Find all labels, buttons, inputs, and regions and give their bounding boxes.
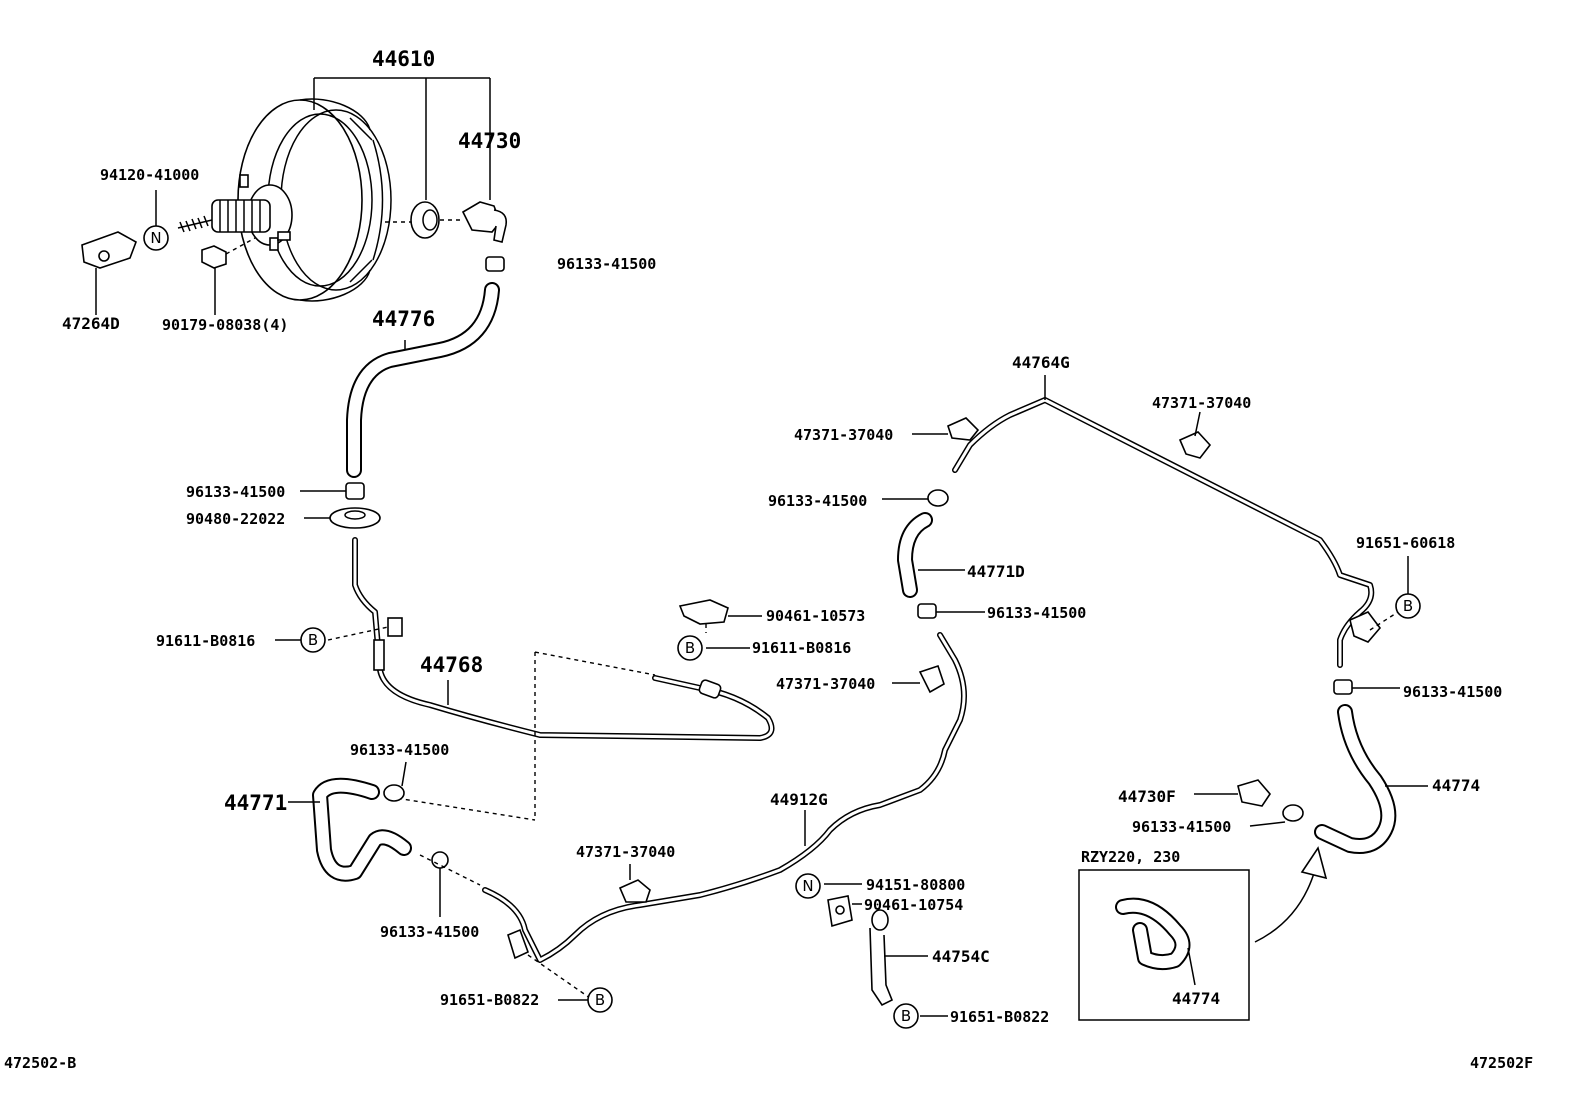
inset-part-label: 44774	[1172, 989, 1220, 1008]
label-91651-b0822-right: 91651-B0822	[950, 1008, 1049, 1026]
label-96133-41500-mid: 96133-41500	[186, 483, 285, 501]
label-96133-41500-44771-top: 96133-41500	[350, 741, 449, 759]
svg-text:B: B	[595, 991, 605, 1009]
label-44764g: 44764G	[1012, 353, 1070, 372]
label-44912g: 44912G	[770, 790, 828, 809]
clevis-part	[81, 231, 137, 315]
label-44771: 44771	[224, 791, 287, 815]
label-96133-41500-44774-top: 96133-41500	[1403, 683, 1502, 701]
callout-b-2: B	[677, 635, 703, 661]
label-47371-37040-bottom: 47371-37040	[576, 843, 675, 861]
svg-text:B: B	[308, 631, 318, 649]
check-valve-part	[385, 201, 508, 272]
callout-b-5: B	[1395, 593, 1421, 619]
label-44610: 44610	[372, 47, 435, 71]
hose-44774	[1314, 679, 1428, 854]
svg-text:N: N	[150, 229, 161, 247]
pipe-44768	[327, 537, 775, 821]
inset-box	[1078, 846, 1328, 1021]
hose-44776	[346, 282, 500, 478]
label-47371-37040-right: 47371-37040	[1152, 394, 1251, 412]
label-96133-41500-right-pipe: 96133-41500	[768, 492, 867, 510]
label-91651-60618: 91651-60618	[1356, 534, 1455, 552]
svg-text:B: B	[1403, 597, 1413, 615]
label-94120-41000: 94120-41000	[100, 166, 199, 184]
clip-and-grommet	[300, 482, 381, 529]
callout-n-1: N	[143, 190, 169, 251]
brake-booster	[177, 98, 392, 302]
nut-part	[201, 237, 256, 315]
label-44776: 44776	[372, 307, 435, 331]
valve-44730f	[1194, 779, 1304, 827]
label-44768: 44768	[420, 653, 483, 677]
label-90461-10754: 90461-10754	[864, 896, 963, 914]
svg-text:B: B	[685, 639, 695, 657]
label-96133-41500-44730f: 96133-41500	[1132, 818, 1231, 836]
bracket-90461-10573	[678, 599, 762, 649]
label-91611-b0816-left: 91611-B0816	[156, 632, 255, 650]
callout-b-3: B	[558, 987, 613, 1013]
label-90179-08038: 90179-08038(4)	[162, 316, 288, 334]
label-44771d: 44771D	[967, 562, 1025, 581]
footer-left-code: 472502-B	[4, 1054, 76, 1072]
label-94151-80800: 94151-80800	[866, 876, 965, 894]
label-47264d: 47264D	[62, 314, 120, 333]
label-44730: 44730	[458, 129, 521, 153]
hose-44771	[288, 761, 481, 917]
label-44774: 44774	[1432, 776, 1480, 795]
label-90461-10573: 90461-10573	[766, 607, 865, 625]
callout-b-1: B	[275, 627, 326, 653]
svg-text:N: N	[802, 877, 813, 895]
callout-n-2: N	[795, 873, 821, 899]
bracket-44754c	[824, 883, 948, 1017]
label-96133-41500-top: 96133-41500	[557, 255, 656, 273]
label-91651-b0822-left: 91651-B0822	[440, 991, 539, 1009]
footer-right-code: 472502F	[1470, 1054, 1533, 1072]
label-44754c: 44754C	[932, 947, 990, 966]
label-47371-37040-mid: 47371-37040	[776, 675, 875, 693]
callout-b-4: B	[893, 1003, 919, 1029]
label-96133-41500-44771d-bottom: 96133-41500	[987, 604, 1086, 622]
leader-44610	[313, 77, 491, 200]
label-44730f: 44730F	[1118, 787, 1176, 806]
label-47371-37040-left: 47371-37040	[794, 426, 893, 444]
pipe-44764g	[912, 375, 1409, 668]
hose-44771d	[882, 489, 985, 619]
svg-text:B: B	[901, 1007, 911, 1025]
label-96133-41500-44771-bottom: 96133-41500	[380, 923, 479, 941]
label-90480-22022: 90480-22022	[186, 510, 285, 528]
clamp-47371-mid	[892, 664, 945, 694]
pipe-44912g	[482, 632, 967, 999]
inset-title: RZY220, 230	[1081, 848, 1180, 866]
label-91611-b0816-right: 91611-B0816	[752, 639, 851, 657]
